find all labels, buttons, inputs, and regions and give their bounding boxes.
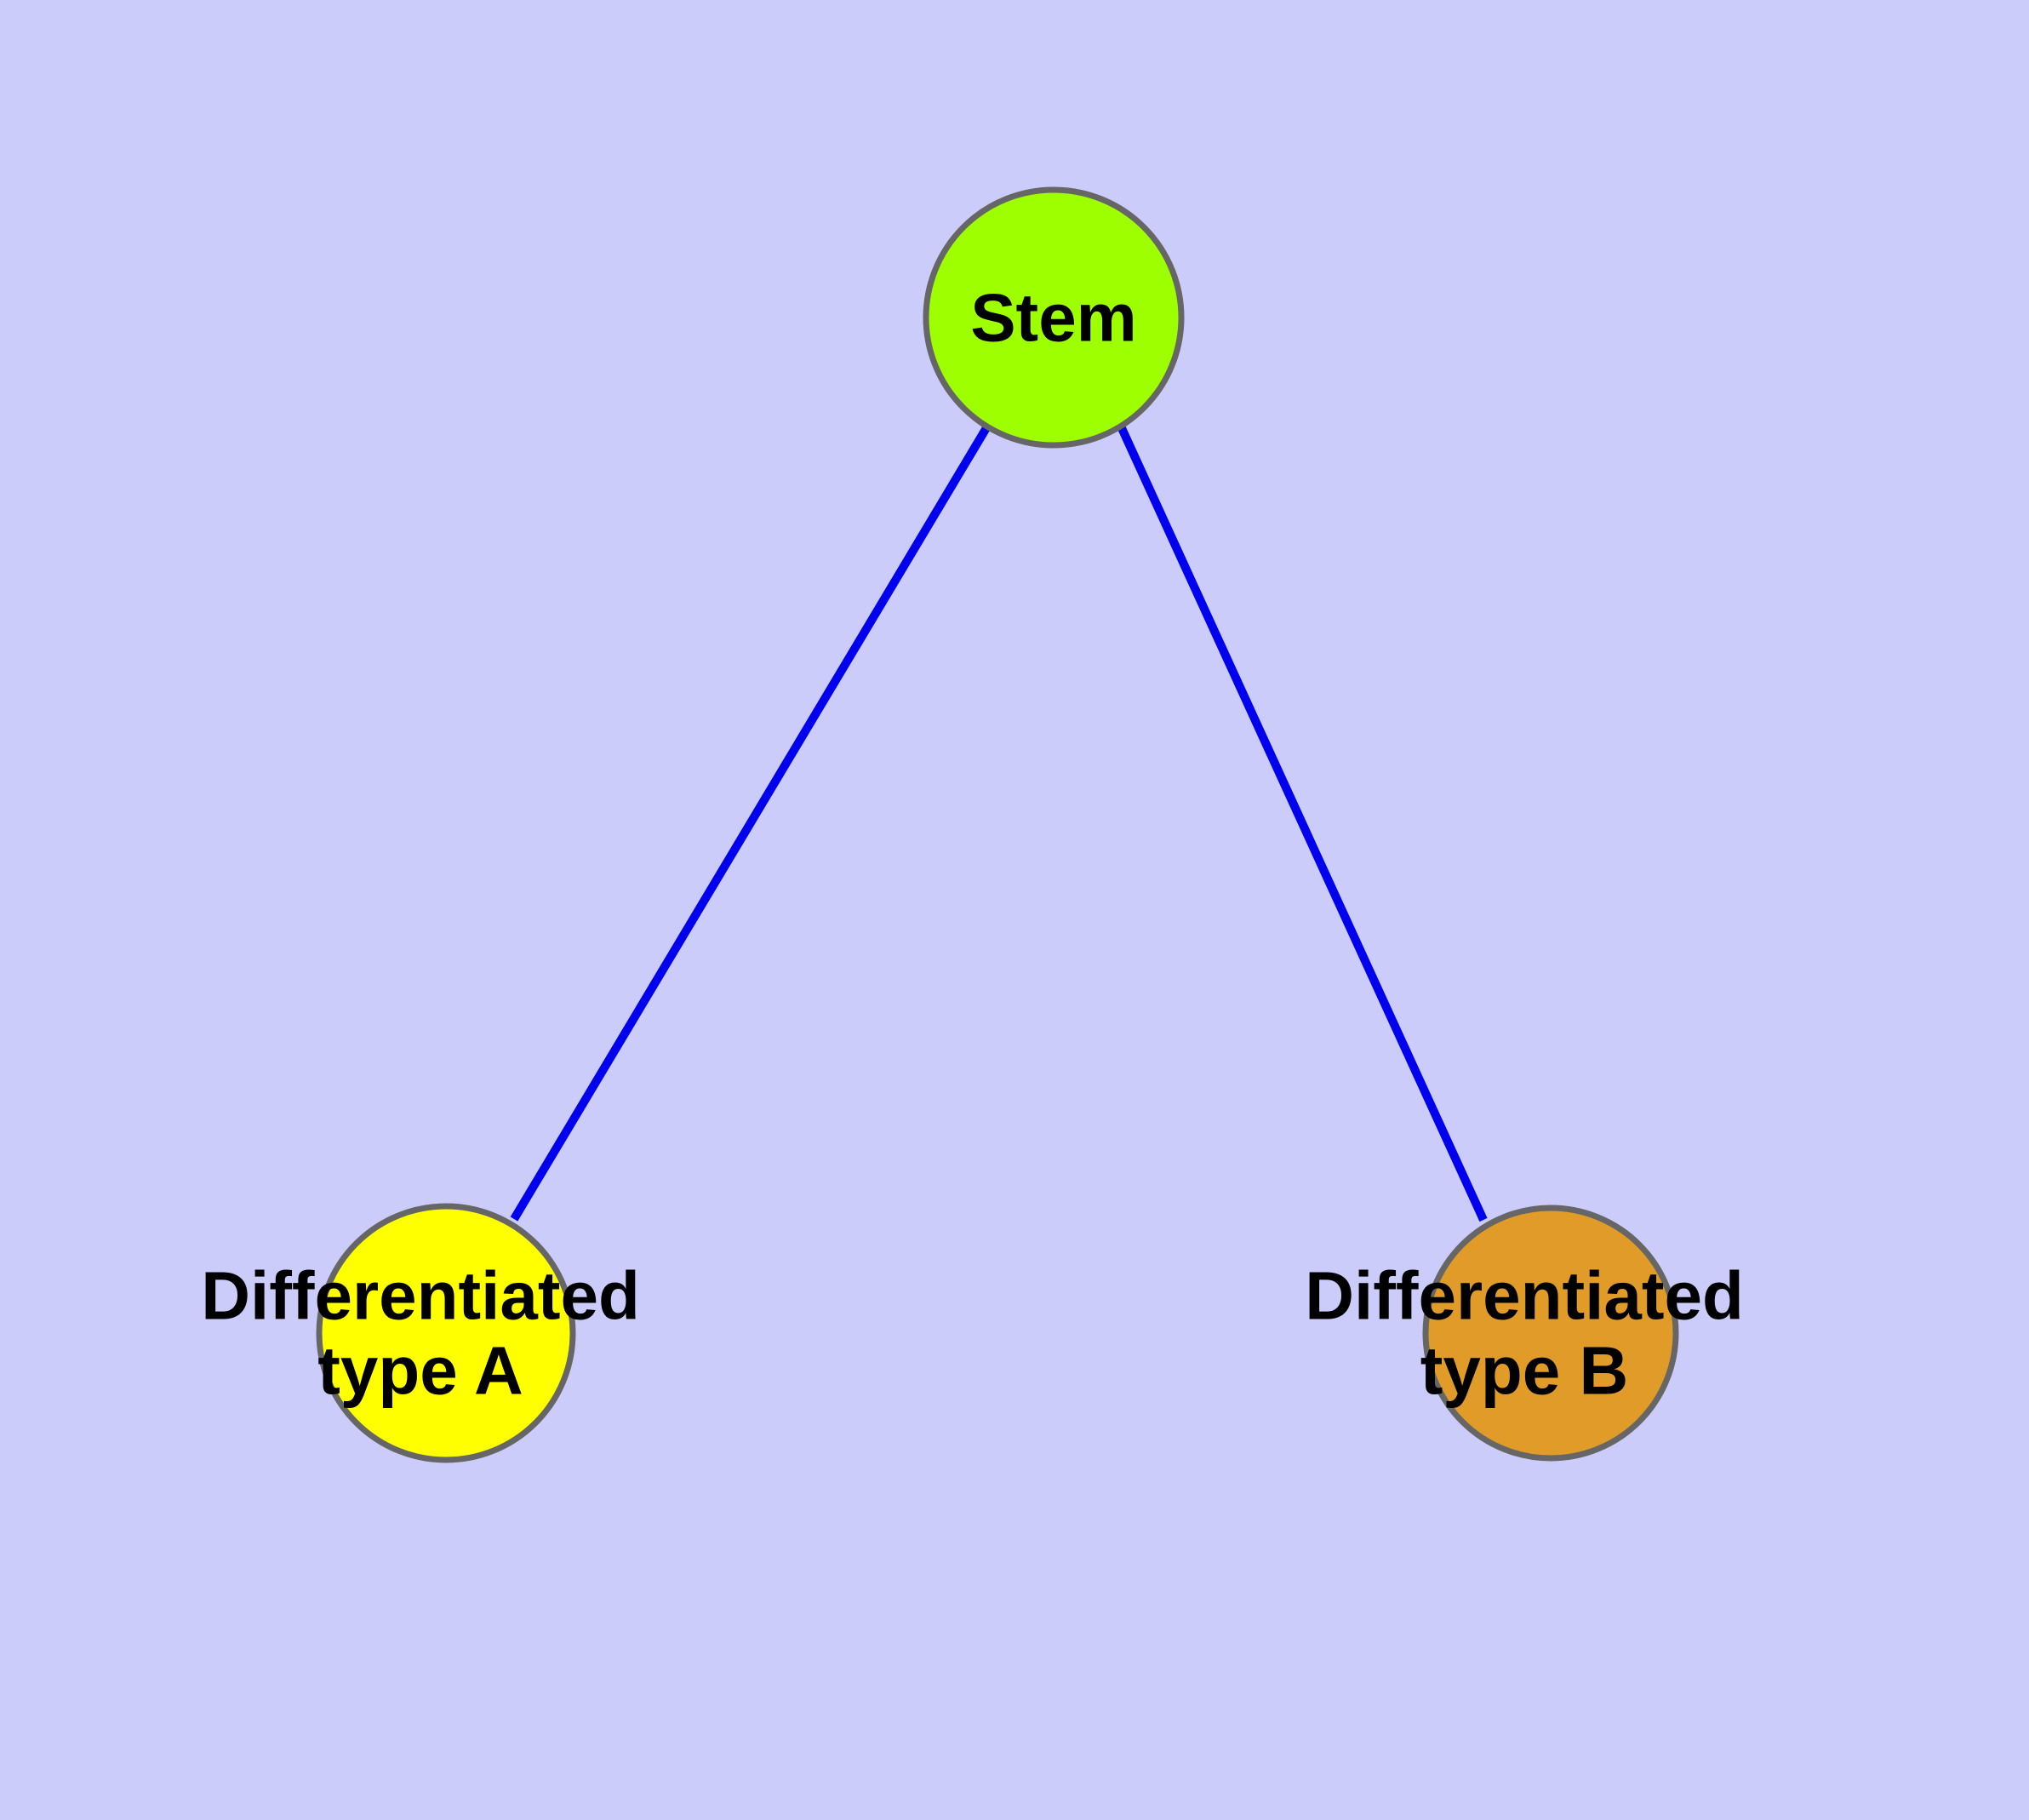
node-label-line: type A: [317, 1333, 523, 1409]
node-label-line: Differentiated: [201, 1258, 640, 1334]
node-label-line: type B: [1420, 1333, 1629, 1409]
node-stem[interactable]: [923, 186, 1185, 449]
node-circle-diff-b[interactable]: [1422, 1205, 1679, 1462]
node-label-line: Differentiated: [1305, 1258, 1744, 1334]
node-diff-b[interactable]: [1422, 1205, 1679, 1462]
node-circle-stem[interactable]: [923, 186, 1185, 449]
edge-stem-to-diff-b[interactable]: [1117, 426, 1488, 1222]
node-diff-a[interactable]: [316, 1203, 576, 1463]
node-label-stem: Stem: [970, 280, 1137, 356]
node-label-line: Stem: [970, 280, 1137, 356]
node-circle-diff-a[interactable]: [316, 1203, 576, 1463]
edge-stem-to-diff-a[interactable]: [510, 424, 992, 1222]
edge-layer: [510, 424, 1488, 1222]
node-layer: [316, 186, 1679, 1463]
